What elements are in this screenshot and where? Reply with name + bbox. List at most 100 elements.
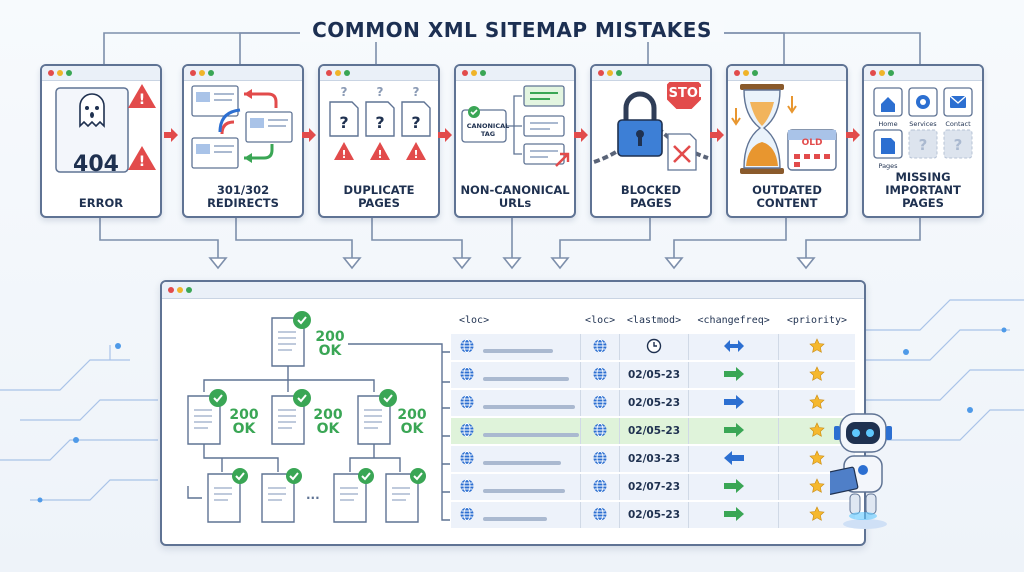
- globe-icon: [592, 366, 608, 385]
- mistake-label: DUPLICATE PAGES: [343, 183, 415, 210]
- loc-cell: [451, 332, 581, 361]
- url-placeholder-line: [483, 376, 569, 381]
- svg-text:!: !: [139, 154, 145, 170]
- page-services-label: Services: [909, 120, 937, 128]
- table-row: [451, 332, 855, 361]
- svg-text:?: ?: [341, 85, 348, 99]
- red-arrow-icon: [302, 128, 316, 142]
- error-code: 404: [73, 152, 119, 177]
- url-placeholder-line: [483, 348, 553, 353]
- site-tree: [187, 311, 450, 523]
- globe-icon: [592, 394, 608, 413]
- status-200-mid: 200 OK: [313, 407, 343, 437]
- table-row: 02/05-23: [451, 360, 855, 389]
- lastmod-cell: 02/07-23: [619, 472, 689, 501]
- priority-cell: [778, 332, 855, 361]
- url-placeholder-line: [483, 432, 579, 437]
- loc-cell: [451, 500, 581, 528]
- changefreq-cell: [687, 416, 779, 445]
- page-contact-label: Contact: [945, 120, 971, 128]
- page-pages-label: Pages: [878, 162, 898, 170]
- svg-text:!: !: [413, 148, 418, 161]
- right-blue-arrow-icon: [723, 394, 745, 412]
- svg-text:?: ?: [411, 113, 420, 132]
- globe-icon: [459, 450, 475, 469]
- mistake-label: MISSING IMPORTANT PAGES: [885, 170, 961, 210]
- red-arrow-icon: [164, 128, 178, 142]
- old-badge: OLD: [801, 138, 823, 148]
- mistake-card-blocked: STOP BLOCKED PAGES: [590, 64, 712, 218]
- globe-icon: [459, 506, 475, 525]
- col-header-changefreq: <changefreq>: [688, 308, 779, 334]
- status-200-right: 200 OK: [397, 407, 427, 437]
- star-icon: [809, 505, 825, 525]
- left-blue-arrow-icon: [723, 450, 745, 468]
- loc-globe-cell: [579, 388, 620, 417]
- mistake-label: ERROR: [78, 196, 124, 210]
- canonical-tag-text: CANONICAL TAG: [466, 122, 510, 138]
- mistake-label: OUTDATED CONTENT: [752, 183, 822, 210]
- col-header-loc-2: <loc>: [580, 308, 620, 334]
- svg-text:?: ?: [375, 113, 384, 132]
- svg-text:?: ?: [339, 113, 348, 132]
- swap-arrow-icon: [723, 339, 745, 356]
- svg-text:?: ?: [919, 136, 928, 154]
- star-icon: [809, 393, 825, 413]
- lock-illustration: [593, 82, 709, 171]
- svg-text:?: ?: [377, 85, 384, 99]
- redirect-illustration: [191, 85, 293, 169]
- col-header-lastmod: <lastmod>: [619, 308, 689, 334]
- col-header-loc: <loc>: [451, 308, 581, 334]
- right-green-arrow-icon: [723, 506, 745, 524]
- loc-globe-cell: [579, 444, 620, 473]
- lastmod-cell: 02/05-23: [619, 500, 689, 528]
- priority-cell: [778, 444, 855, 473]
- mistake-card-noncanonical: CANONICAL TAG NON-CANONICAL URLs: [454, 64, 576, 218]
- table-row: 02/03-23: [451, 444, 855, 473]
- col-header-priority: <priority>: [778, 308, 855, 334]
- red-arrow-icon: [846, 128, 860, 142]
- star-icon: [809, 477, 825, 497]
- loc-cell: [451, 416, 581, 445]
- url-placeholder-line: [483, 460, 561, 465]
- right-green-arrow-icon: [723, 478, 745, 496]
- tree-ellipsis: ...: [306, 488, 320, 502]
- loc-globe-cell: [579, 360, 620, 389]
- loc-globe-cell: [579, 500, 620, 528]
- stop-sign-text: STOP: [668, 86, 708, 101]
- changefreq-cell: [687, 500, 779, 528]
- loc-globe-cell: [579, 472, 620, 501]
- star-icon: [809, 421, 825, 441]
- globe-icon: [459, 478, 475, 497]
- globe-icon: [592, 450, 608, 469]
- table-row: 02/07-23: [451, 472, 855, 501]
- status-200-left: 200 OK: [229, 407, 259, 437]
- lastmod-cell: 02/05-23: [619, 388, 689, 417]
- missing-pages-illustration: ??: [873, 87, 973, 159]
- globe-icon: [459, 338, 475, 357]
- loc-cell: [451, 444, 581, 473]
- globe-icon: [592, 422, 608, 441]
- mistake-card-outdated: OLD OUTDATED CONTENT: [726, 64, 848, 218]
- svg-text:?: ?: [954, 136, 963, 154]
- svg-text:!: !: [341, 148, 346, 161]
- table-row: 02/05-23: [451, 388, 855, 417]
- hourglass-illustration: [731, 84, 837, 174]
- globe-icon: [459, 394, 475, 413]
- priority-cell: [778, 388, 855, 417]
- globe-icon: [459, 422, 475, 441]
- status-200-root: 200 OK: [315, 329, 345, 359]
- loc-cell: [451, 388, 581, 417]
- svg-text:?: ?: [413, 85, 420, 99]
- svg-text:!: !: [377, 148, 382, 161]
- red-arrow-icon: [574, 128, 588, 142]
- star-icon: [809, 365, 825, 385]
- mistake-card-missing: ?? Home Services Contact Pages MISSING I…: [862, 64, 984, 218]
- right-green-arrow-icon: [723, 366, 745, 384]
- loc-cell: [451, 360, 581, 389]
- page-title: COMMON XML SITEMAP MISTAKES: [0, 18, 1024, 42]
- table-row: 02/05-23: [451, 416, 855, 445]
- sitemap-table: <loc> <loc> <lastmod> <changefreq> <prio…: [451, 308, 855, 528]
- changefreq-cell: [687, 444, 779, 473]
- globe-icon: [592, 478, 608, 497]
